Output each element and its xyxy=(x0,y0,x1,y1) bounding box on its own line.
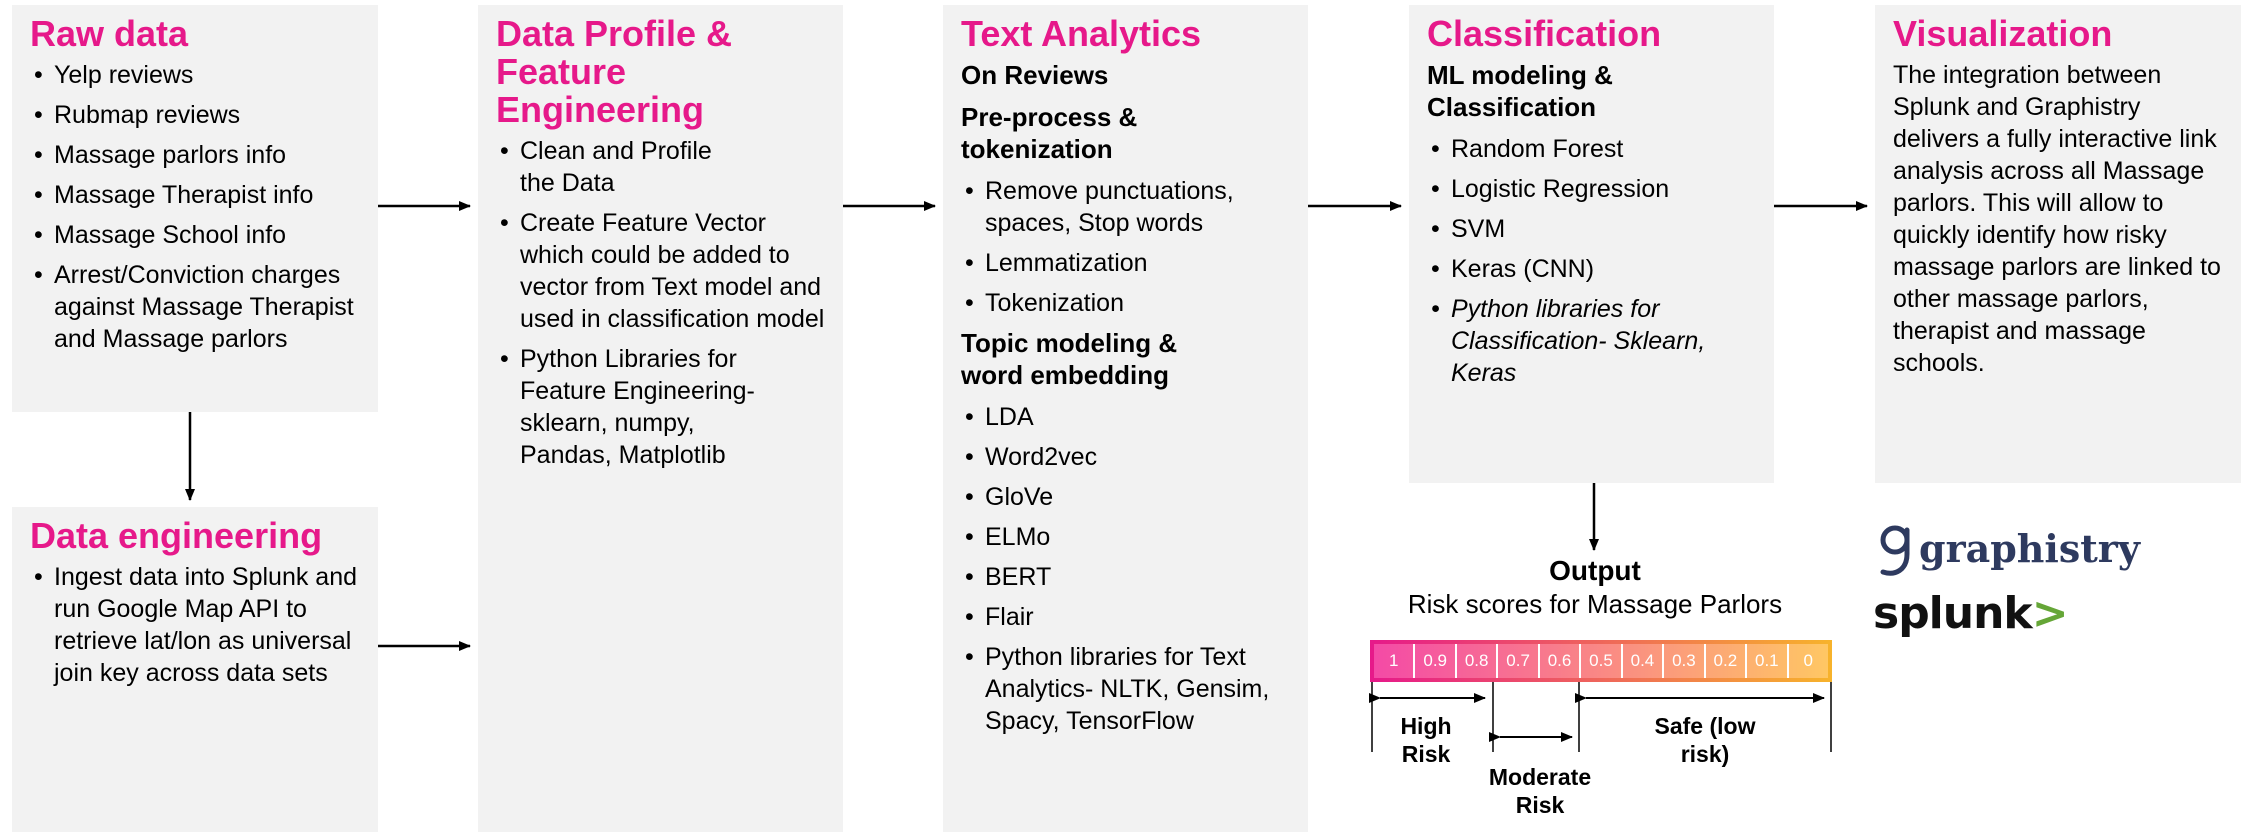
list-item: Python Libraries for Feature Engineering… xyxy=(496,343,790,471)
scale-value: 0.5 xyxy=(1581,644,1623,678)
topic-heading: Topic modeling & word embedding xyxy=(961,328,1178,390)
scale-value: 0.9 xyxy=(1415,644,1457,678)
scale-value: 0.2 xyxy=(1706,644,1748,678)
visualization-title: Visualization xyxy=(1893,13,2113,54)
topic-list: LDA Word2vec GloVe ELMo BERT Flair Pytho… xyxy=(961,401,1290,737)
list-item: GloVe xyxy=(961,481,1290,513)
visualization-text: The integration between Splunk and Graph… xyxy=(1893,61,2221,377)
visualization-box: Visualization The integration between Sp… xyxy=(1875,5,2241,483)
scale-value: 0.4 xyxy=(1623,644,1665,678)
list-item: Tokenization xyxy=(961,287,1290,319)
scale-value: 0.6 xyxy=(1540,644,1582,678)
scale-value: 0.1 xyxy=(1747,644,1789,678)
scale-value: 0.7 xyxy=(1498,644,1540,678)
scale-value: 0.3 xyxy=(1664,644,1706,678)
list-item: Lemmatization xyxy=(961,247,1290,279)
classification-title: Classification xyxy=(1427,13,1662,54)
output-subtitle: Risk scores for Massage Parlors xyxy=(1407,589,1783,619)
list-item: Rubmap reviews xyxy=(30,99,360,131)
list-item: Keras (CNN) xyxy=(1427,253,1756,285)
classification-box: Classification ML modeling & Classificat… xyxy=(1409,5,1774,483)
data-engineering-list: Ingest data into Splunk and run Google M… xyxy=(30,561,360,689)
list-item: Clean and Profile the Data xyxy=(496,135,720,199)
preprocess-heading: Pre-process & tokenization xyxy=(961,102,1138,164)
list-item: Remove punctuations, spaces, Stop words xyxy=(961,175,1290,239)
scale-value: 0 xyxy=(1803,651,1813,670)
list-item: Python libraries for Classification- Skl… xyxy=(1427,293,1721,389)
list-item: Create Feature Vector which could be add… xyxy=(496,207,825,335)
data-profile-title: Data Profile & Feature Engineering xyxy=(496,13,733,130)
data-profile-list: Clean and Profile the Data Create Featur… xyxy=(496,135,825,471)
classification-subtitle: ML modeling & Classification xyxy=(1427,60,1613,122)
preprocess-list: Remove punctuations, spaces, Stop words … xyxy=(961,175,1290,319)
scale-value: 0.8 xyxy=(1457,644,1499,678)
list-item: Flair xyxy=(961,601,1290,633)
risk-scale-inner: 1 0.9 0.8 0.7 0.6 0.5 0.4 0.3 0.2 0.1 0 xyxy=(1374,644,1828,678)
safe-label: Safe (low risk) xyxy=(1654,713,1756,767)
risk-scale: 1 0.9 0.8 0.7 0.6 0.5 0.4 0.3 0.2 0.1 0 xyxy=(1370,640,1832,682)
list-item: Ingest data into Splunk and run Google M… xyxy=(30,561,360,689)
list-item: Python libraries for Text Analytics- NLT… xyxy=(961,641,1275,737)
output-title: Output xyxy=(1549,555,1641,586)
list-item: Massage parlors info xyxy=(30,139,360,171)
data-engineering-title: Data engineering xyxy=(30,515,323,556)
list-item: Massage School info xyxy=(30,219,360,251)
graphistry-g-icon xyxy=(1880,525,1910,576)
text-analytics-title: Text Analytics xyxy=(961,13,1202,54)
splunk-chevron-glyph: > xyxy=(2031,588,2069,639)
text-analytics-subtitle: On Reviews xyxy=(961,60,1109,90)
list-item: Logistic Regression xyxy=(1427,173,1756,205)
list-item: Massage Therapist info xyxy=(30,179,360,211)
list-item: SVM xyxy=(1427,213,1756,245)
graphistry-wordmark: graphistry xyxy=(1919,526,2140,571)
classification-list: Random Forest Logistic Regression SVM Ke… xyxy=(1427,133,1756,389)
data-engineering-box: Data engineering Ingest data into Splunk… xyxy=(12,507,378,832)
list-item: BERT xyxy=(961,561,1290,593)
scale-value: 1 xyxy=(1374,644,1416,678)
list-item: Arrest/Conviction charges against Massag… xyxy=(30,259,360,355)
text-analytics-box: Text Analytics On Reviews Pre-process & … xyxy=(943,5,1308,832)
data-profile-box: Data Profile & Feature Engineering Clean… xyxy=(478,5,843,832)
list-item: LDA xyxy=(961,401,1290,433)
list-item: Random Forest xyxy=(1427,133,1756,165)
list-item: Yelp reviews xyxy=(30,59,360,91)
high-risk-label: High Risk xyxy=(1400,713,1452,767)
raw-data-list: Yelp reviews Rubmap reviews Massage parl… xyxy=(30,59,360,355)
splunk-logo: splunk> xyxy=(1873,588,2069,639)
list-item: Word2vec xyxy=(961,441,1290,473)
list-item: ELMo xyxy=(961,521,1290,553)
raw-data-box: Raw data Yelp reviews Rubmap reviews Mas… xyxy=(12,5,378,412)
moderate-risk-label: Moderate Risk xyxy=(1488,764,1592,818)
raw-data-title: Raw data xyxy=(30,13,189,54)
